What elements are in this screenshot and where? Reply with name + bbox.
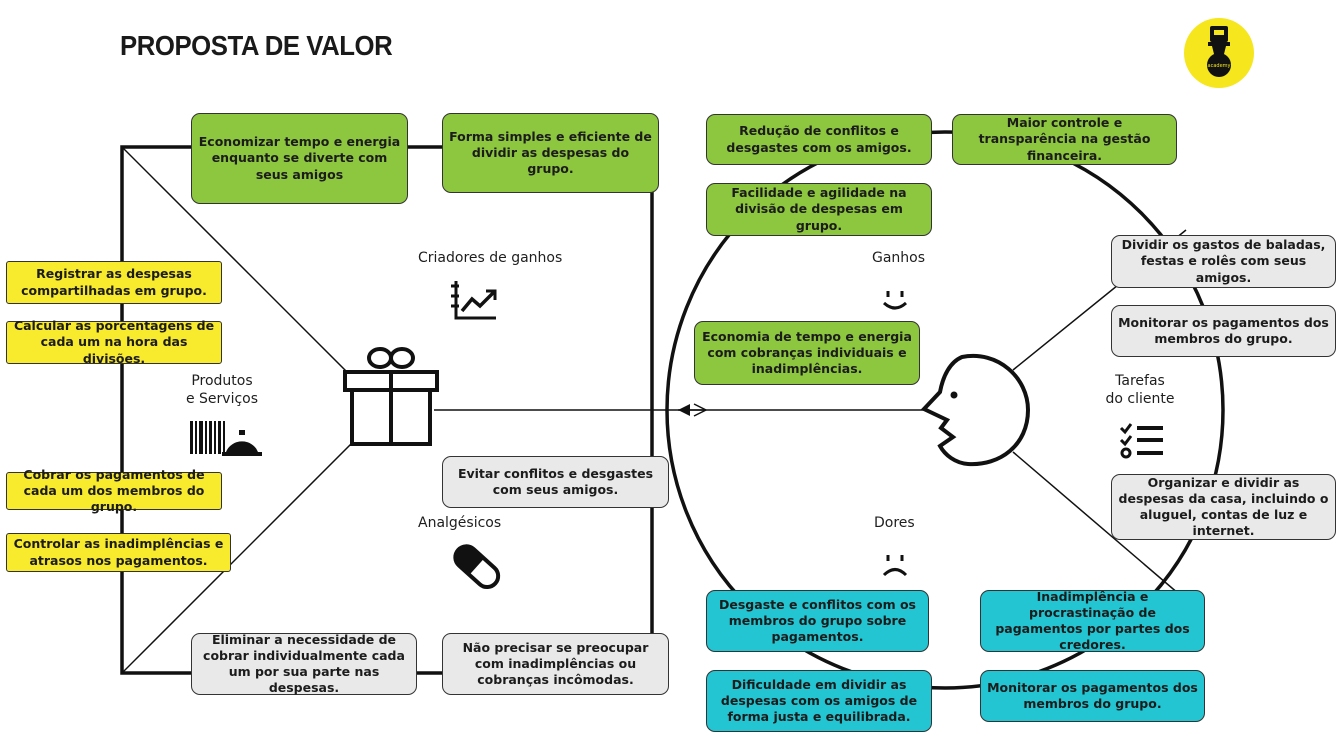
pains-divider	[1012, 451, 1187, 601]
academy-logo: academy	[1184, 18, 1254, 88]
growth-chart-icon	[451, 281, 497, 320]
customer-jobs-label-line1: Tarefas	[1115, 373, 1165, 389]
gain-creator-note: Economizar tempo e energia enquanto se d…	[191, 113, 408, 204]
customer-jobs-label: Tarefas do cliente	[1100, 373, 1180, 408]
gain-note: Redução de conflitos e desgastes com os …	[706, 114, 932, 165]
gain-creators-label: Criadores de ganhos	[418, 250, 563, 266]
page-title: PROPOSTA DE VALOR	[120, 30, 393, 61]
gain-note: Facilidade e agilidade na divisão de des…	[706, 183, 932, 236]
svg-text:academy: academy	[1208, 63, 1231, 69]
pain-note: Desgaste e conflitos com os membros do g…	[706, 590, 929, 652]
frown-icon	[882, 555, 908, 577]
product-service-note: Registrar as despesas compartilhadas em …	[6, 261, 222, 304]
pain-note: Inadimplência e procrastinação de pagame…	[980, 589, 1205, 652]
gains-label: Ganhos	[872, 250, 926, 266]
pill-icon	[453, 544, 501, 590]
pain-reliever-note: Eliminar a necessidade de cobrar individ…	[191, 632, 417, 695]
pain-reliever-note: Não precisar se preocupar com inadimplên…	[442, 633, 669, 695]
face-profile-icon	[920, 353, 1031, 467]
smile-icon	[882, 291, 908, 310]
checklist-icon	[1119, 423, 1163, 459]
fit-arrow-left	[678, 404, 690, 416]
gain-creator-note: Forma simples e eficiente de dividir as …	[442, 113, 659, 193]
pains-label: Dores	[874, 515, 915, 531]
gain-note: Maior controle e transparência na gestão…	[952, 114, 1177, 165]
gain-note: Economia de tempo e energia com cobrança…	[694, 321, 920, 385]
products-services-label-line2: e Serviços	[185, 390, 259, 407]
pain-relievers-divider	[121, 442, 353, 674]
customer-job-note: Dividir os gastos de baladas, festas e r…	[1111, 235, 1336, 288]
pain-note: Monitorar os pagamentos dos membros do g…	[980, 670, 1205, 722]
barcode-and-service-bell-icon	[190, 421, 262, 456]
customer-job-note: Organizar e dividir as despesas da casa,…	[1111, 474, 1336, 540]
customer-job-note: Monitorar os pagamentos dos membros do g…	[1111, 305, 1336, 357]
product-service-note: Controlar as inadimplências e atrasos no…	[6, 533, 231, 572]
product-service-note: Cobrar os pagamentos de cada um dos memb…	[6, 467, 222, 514]
pain-note: Dificuldade em dividir as despesas com o…	[706, 670, 932, 732]
gain-creators-divider	[121, 146, 353, 378]
product-service-note: Calcular as porcentagens de cada um na h…	[6, 318, 222, 366]
products-services-label: Produtos e Serviços	[168, 373, 276, 408]
customer-jobs-label-line2: do cliente	[1105, 390, 1175, 407]
pain-reliever-note: Evitar conflitos e desgastes com seus am…	[442, 456, 669, 508]
gift-icon	[343, 347, 439, 446]
products-services-label-line1: Produtos	[191, 373, 253, 389]
pain-relievers-label: Analgésicos	[418, 515, 502, 531]
